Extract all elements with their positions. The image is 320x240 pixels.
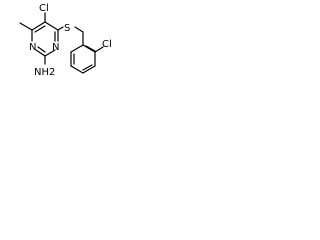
bond-ar4-ar5 <box>70 65 84 74</box>
bond-n3-c2 <box>44 49 56 57</box>
bond-ar3-ar4 <box>82 65 96 74</box>
bond-c5-c4 <box>44 21 59 31</box>
atom-label-amine: NH2 <box>34 67 55 78</box>
atom-label-cl-pyrimidine: Cl <box>39 3 49 14</box>
bond-ar2-cl <box>94 46 104 53</box>
atom-label-sulfur: S <box>64 23 70 34</box>
bond-c6-c5 <box>31 21 46 31</box>
bond-c2-n1-inner <box>37 46 46 53</box>
bond-ar6-ar1 <box>70 44 84 53</box>
bond-c2-n1 <box>35 49 46 57</box>
bond-ar1-ar2 <box>82 44 96 53</box>
chemical-structure: Cl S N N NH2 Cl <box>19 3 112 78</box>
bond-ar1-ar2-inner <box>85 45 96 52</box>
atom-label-cl-benzyl: Cl <box>102 39 112 50</box>
pyrimidine-ring <box>31 21 59 57</box>
bond-c6-methyl <box>19 22 33 31</box>
atom-label-n-lower: N <box>29 42 36 53</box>
bond-c6-c5-inner <box>34 25 46 33</box>
atom-label-n-upper: N <box>52 42 59 53</box>
bond-s-ch2 <box>74 26 84 33</box>
bond-ar3-ar4-inner <box>82 64 93 71</box>
bond-c4-s <box>57 26 64 31</box>
chlorobenzene-ring <box>70 31 104 74</box>
